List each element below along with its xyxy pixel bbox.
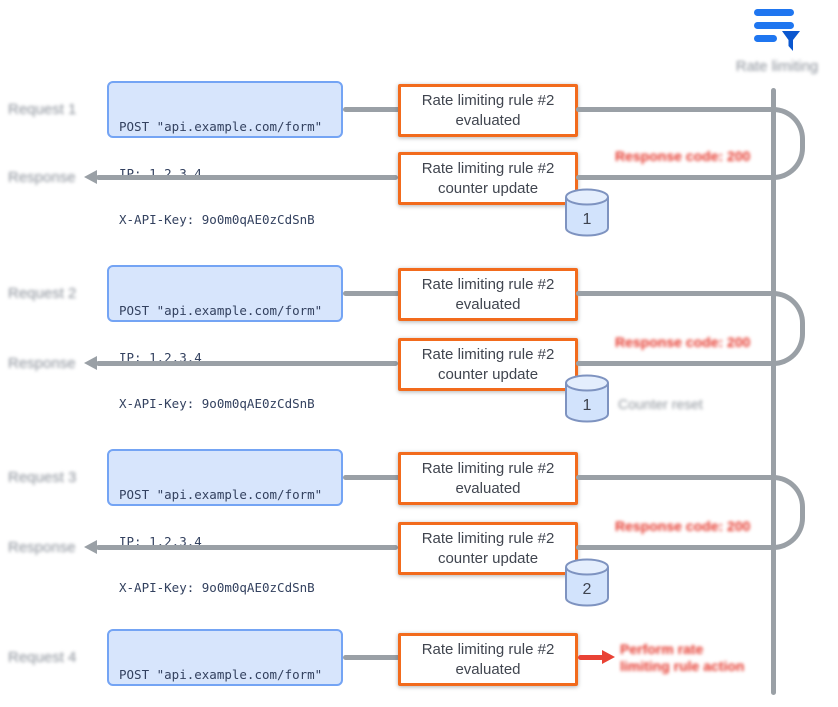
rule-action-note-line: limiting rule action — [620, 658, 745, 674]
rule-box-line: Rate limiting rule #2 — [421, 159, 555, 177]
request-card-3: POST "api.example.com/form" IP: 1.2.3.4 … — [107, 449, 343, 595]
rule-evaluated-box-3: Rate limiting rule #2 evaluated — [398, 452, 578, 505]
rule-evaluated-box-1: Rate limiting rule #2 evaluated — [398, 84, 578, 137]
label-response-1: Response — [8, 169, 76, 186]
label-request-3: Request 3 — [8, 469, 77, 486]
rule-counter-box-1: Rate limiting rule #2 counter update — [398, 152, 578, 205]
connector-line — [343, 655, 400, 660]
rule-counter-box-2: Rate limiting rule #2 counter update — [398, 338, 578, 391]
request-response-arc-1 — [773, 107, 805, 180]
rules-filter-icon — [754, 9, 800, 51]
block-action-line — [578, 655, 604, 660]
request-line-apikey: X-API-Key: 9o0m0qAE0zCdSnB — [119, 396, 315, 411]
response-code-note-3: Response code: 200 — [615, 518, 751, 534]
request-line-post: POST "api.example.com/form" — [119, 667, 323, 682]
request-line-apikey: X-API-Key: 9o0m0qAE0zCdSnB — [119, 580, 315, 595]
request-line-apikey: X-API-Key: 9o0m0qAE0zCdSnB — [119, 212, 315, 227]
rule-action-note-line: Perform rate — [620, 641, 704, 657]
connector-line — [343, 475, 400, 480]
rule-box-line: evaluated — [455, 660, 521, 678]
counter-database-icon-2: 1 — [565, 374, 609, 423]
label-request-2: Request 2 — [8, 285, 77, 302]
response-code-note-1: Response code: 200 — [615, 148, 751, 164]
rule-box-line: Rate limiting rule #2 — [421, 345, 555, 363]
label-response-2: Response — [8, 355, 76, 372]
counter-note: Counter reset — [618, 396, 703, 412]
rule-box-line: evaluated — [455, 295, 521, 313]
rule-box-line: evaluated — [455, 479, 521, 497]
connector-line — [343, 107, 400, 112]
request-card-4: POST "api.example.com/form" IP: 1.2.3.4 … — [107, 629, 343, 686]
block-action-arrowhead — [602, 650, 615, 664]
response-arrowhead — [84, 540, 97, 554]
request-line-ip: IP: 1.2.3.4 — [119, 349, 202, 365]
counter-database-icon-1: 1 — [565, 188, 609, 237]
response-arrowhead — [84, 356, 97, 370]
rule-evaluated-box-4: Rate limiting rule #2 evaluated — [398, 633, 578, 686]
rule-action-note: Perform rate limiting rule action — [620, 641, 744, 675]
rule-box-line: Rate limiting rule #2 — [421, 640, 555, 658]
connector-line — [576, 475, 773, 480]
label-request-1: Request 1 — [8, 101, 77, 118]
request-response-arc-2 — [773, 291, 805, 366]
request-response-arc-3 — [773, 475, 805, 550]
response-arrowhead — [84, 170, 97, 184]
request-line-ip: IP: 1.2.3.4 — [119, 533, 202, 549]
rule-box-line: Rate limiting rule #2 — [421, 459, 555, 477]
counter-value: 1 — [583, 211, 592, 228]
connector-line — [576, 175, 773, 180]
connector-line — [96, 175, 398, 180]
connector-line — [576, 361, 773, 366]
rule-box-line: Rate limiting rule #2 — [421, 529, 555, 547]
request-line-post: POST "api.example.com/form" — [119, 487, 323, 502]
label-response-3: Response — [8, 539, 76, 556]
connector-line — [576, 291, 773, 296]
connector-line — [576, 107, 773, 112]
rule-box-line: evaluated — [455, 111, 521, 129]
connector-line — [576, 545, 773, 550]
connector-line — [96, 361, 398, 366]
label-request-4: Request 4 — [8, 649, 77, 666]
request-line-post: POST "api.example.com/form" — [119, 303, 323, 318]
rule-evaluated-box-2: Rate limiting rule #2 evaluated — [398, 268, 578, 321]
rule-box-line: counter update — [437, 549, 539, 567]
request-card-2: POST "api.example.com/form" IP: 1.2.3.4 … — [107, 265, 343, 411]
counter-value: 1 — [583, 397, 592, 414]
connector-line — [96, 545, 398, 550]
lifeline-line — [771, 88, 776, 695]
lifeline-label: Rate limiting — [735, 58, 819, 75]
rule-box-line: counter update — [437, 179, 539, 197]
rule-box-line: counter update — [437, 365, 539, 383]
rule-box-line: Rate limiting rule #2 — [421, 275, 555, 293]
request-card-1: POST "api.example.com/form" IP: 1.2.3.4 … — [107, 81, 343, 227]
counter-database-icon-3: 2 — [565, 558, 609, 607]
connector-line — [343, 291, 400, 296]
rule-box-line: Rate limiting rule #2 — [421, 91, 555, 109]
request-line-post: POST "api.example.com/form" — [119, 119, 323, 134]
response-code-note-2: Response code: 200 — [615, 334, 751, 350]
rule-counter-box-3: Rate limiting rule #2 counter update — [398, 522, 578, 575]
counter-value: 2 — [583, 581, 592, 598]
